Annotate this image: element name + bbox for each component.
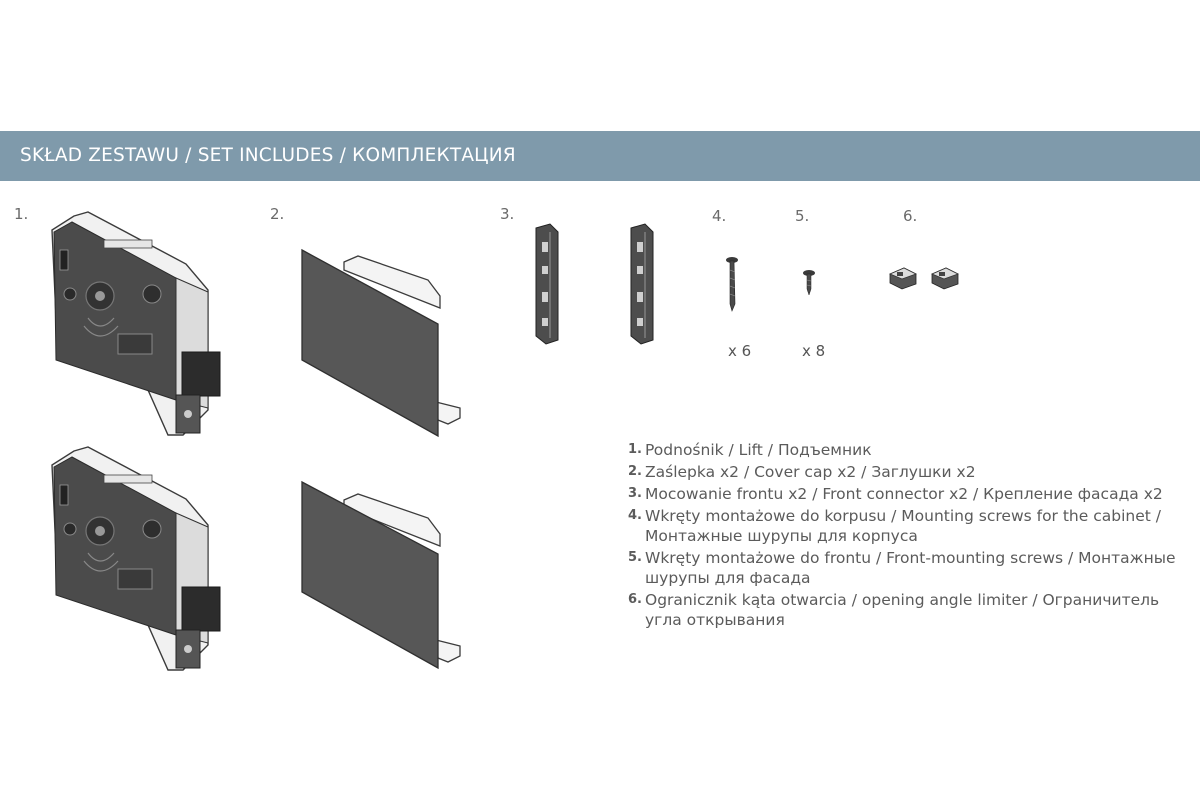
section-title: SKŁAD ZESTAWU / SET INCLUDES / КОМПЛЕКТА… [20,145,516,166]
lift-mechanism-image [51,211,221,436]
part-number-2: 2. [270,205,285,223]
parts-legend: 1. Podnośnik / Lift / Подъемник 2. Zaśle… [628,440,1196,632]
part-number-5: 5. [795,207,810,225]
part-number-1: 1. [14,205,29,223]
front-connector-image [535,223,559,345]
legend-number: 4. [628,508,642,523]
legend-text: Ogranicznik kąta otwarcia / opening angl… [645,591,1160,629]
legend-item-cover-cap: 2. Zaślepka x2 / Cover cap x2 / Заглушки… [628,462,1196,482]
angle-limiter-icon [930,267,960,290]
legend-number: 3. [628,486,642,501]
legend-item-front-connector: 3. Mocowanie frontu x2 / Front connector… [628,484,1196,504]
section-banner: SKŁAD ZESTAWU / SET INCLUDES / КОМПЛЕКТА… [0,131,1200,181]
legend-text: Mocowanie frontu x2 / Front connector x2… [645,485,1163,503]
legend-number: 5. [628,550,642,565]
part-number-4: 4. [712,207,727,225]
legend-text: Podnośnik / Lift / Подъемник [645,441,872,459]
cover-cap-image [301,480,461,670]
legend-item-front-screws: 5. Wkręty montażowe do frontu / Front-mo… [628,548,1196,588]
front-screw-icon [803,270,815,296]
legend-item-lift: 1. Podnośnik / Lift / Подъемник [628,440,1196,460]
cabinet-screw-icon [726,257,738,312]
legend-text: Wkręty montażowe do korpusu / Mounting s… [645,507,1161,545]
lift-mechanism-image [51,446,221,671]
angle-limiter-icon [888,267,918,290]
legend-item-angle-limiter: 6. Ogranicznik kąta otwarcia / opening a… [628,590,1196,630]
legend-number: 1. [628,442,642,457]
part-number-3: 3. [500,205,515,223]
legend-text: Zaślepka x2 / Cover cap x2 / Заглушки x2 [645,463,976,481]
front-screw-quantity: x 8 [802,342,826,360]
legend-item-cabinet-screws: 4. Wkręty montażowe do korpusu / Mountin… [628,506,1196,546]
cabinet-screw-quantity: x 6 [728,342,752,360]
legend-text: Wkręty montażowe do frontu / Front-mount… [645,549,1176,587]
legend-number: 6. [628,592,642,607]
front-connector-image [630,223,654,345]
part-number-6: 6. [903,207,918,225]
legend-number: 2. [628,464,642,479]
cover-cap-image [301,248,461,438]
